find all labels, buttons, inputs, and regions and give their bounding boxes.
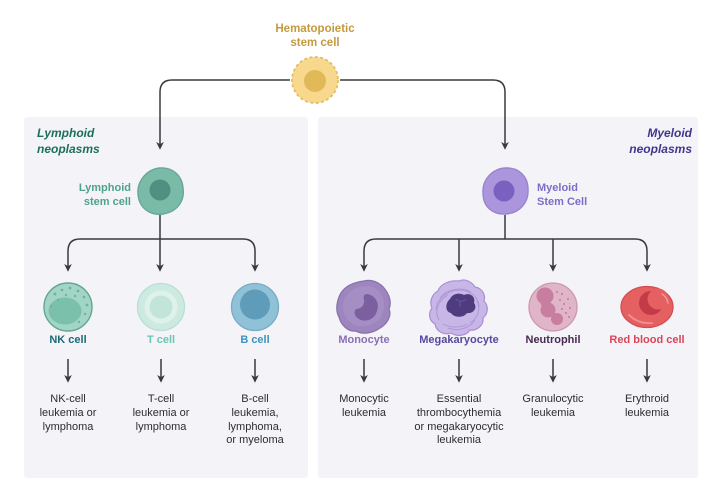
red-blood-cell-label: Red blood cell xyxy=(609,334,685,346)
t-cell-icon xyxy=(136,282,186,332)
b-cell-label: B cell xyxy=(240,334,270,346)
monocyte-icon xyxy=(336,279,391,334)
lymphoid-neoplasms-header: Lymphoid neoplasms xyxy=(37,126,100,156)
monocyte-label: Monocyte xyxy=(338,334,390,346)
myeloid-stem-cell-label: Myeloid Stem Cell xyxy=(537,182,588,208)
b-cell-disease: B-cell leukemia, lymphoma, or myeloma xyxy=(226,393,284,447)
nk-cell-disease: NK-cell leukemia or lymphoma xyxy=(39,393,97,433)
neutrophil-disease: Granulocytic leukemia xyxy=(522,393,584,419)
monocyte-disease: Monocytic leukemia xyxy=(339,393,389,419)
red-blood-cell-icon xyxy=(620,285,674,329)
megakaryocyte-label: Megakaryocyte xyxy=(419,334,499,346)
b-cell-icon xyxy=(230,282,280,332)
myeloid-neoplasms-header: Myeloid neoplasms xyxy=(629,126,692,156)
megakaryocyte-icon xyxy=(429,279,488,336)
megakaryocyte-disease: Essential thrombocythemia or megakaryocy… xyxy=(414,393,504,447)
nk-cell-icon xyxy=(43,282,93,332)
red-blood-cell-disease: Erythroid leukemia xyxy=(624,393,670,419)
lymphoid-stem-cell-icon xyxy=(137,167,184,215)
t-cell-label: T cell xyxy=(146,334,176,346)
neutrophil-label: Neutrophil xyxy=(525,334,581,346)
hematopoietic-stem-cell-icon xyxy=(291,56,339,104)
myeloid-stem-cell-icon xyxy=(482,167,529,215)
nk-cell-label: NK cell xyxy=(49,334,87,346)
hematopoietic-stem-cell-label: Hematopoietic stem cell xyxy=(275,23,355,50)
lymphoid-stem-cell-label: Lymphoid stem cell xyxy=(78,182,131,208)
t-cell-disease: T-cell leukemia or lymphoma xyxy=(132,393,190,433)
neutrophil-icon xyxy=(528,282,578,332)
